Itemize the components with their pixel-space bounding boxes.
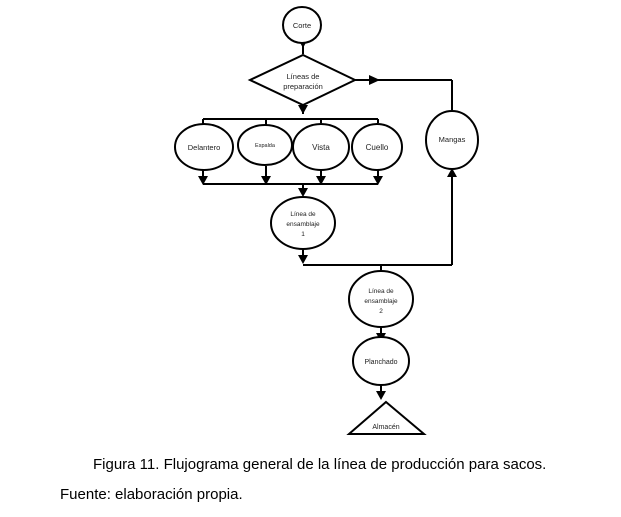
node-lineas-preparacion-label-1: Líneas de [287,72,320,81]
node-vista-label: Vista [312,143,330,152]
node-lineas-preparacion: Líneas de preparación [247,53,358,107]
node-linea-ensamblaje-1: Línea de ensamblaje 1 [270,196,336,250]
node-cuello-label: Cuello [366,143,389,152]
node-linea-ensamblaje-1-label-2: ensamblaje [286,221,320,228]
node-mangas-label: Mangas [439,135,466,144]
node-linea-ensamblaje-2-label-3: 2 [379,308,383,315]
node-linea-ensamblaje-1-label-1: Línea de [290,211,316,218]
node-espalda: Espalda [237,124,293,166]
node-almacen-label: Almacén [372,424,399,431]
node-almacen: Almacén [346,400,427,435]
node-planchado-label: Planchado [364,359,397,366]
node-lineas-preparacion-label-2: preparación [283,82,323,91]
node-corte: Corte [282,6,322,44]
node-corte-label: Corte [293,21,311,30]
node-mangas: Mangas [425,110,479,170]
node-vista: Vista [292,123,350,171]
node-cuello: Cuello [351,123,403,171]
node-linea-ensamblaje-2-label-2: ensamblaje [364,298,398,305]
figure-source: Fuente: elaboración propia. [60,486,243,503]
figure-caption: Figura 11. Flujograma general de la líne… [93,456,547,473]
production-flowchart: Corte Líneas de preparación Delantero Es… [174,6,479,435]
node-linea-ensamblaje-2: Línea de ensamblaje 2 [348,270,414,328]
node-linea-ensamblaje-2-label-1: Línea de [368,288,394,295]
node-linea-ensamblaje-1-label-3: 1 [301,231,305,238]
node-delantero: Delantero [174,123,234,171]
node-planchado: Planchado [352,336,410,386]
node-espalda-label: Espalda [255,143,276,149]
node-delantero-label: Delantero [188,143,221,152]
